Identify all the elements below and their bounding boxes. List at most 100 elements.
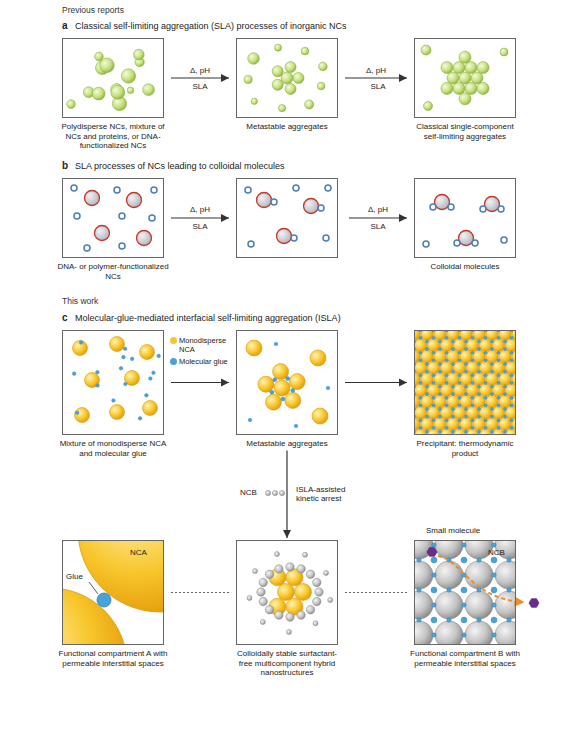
nanocrystal xyxy=(465,82,477,94)
nanocrystal xyxy=(477,62,489,74)
figure-panel: Functional compartment A with permeable … xyxy=(57,540,169,668)
small-nc xyxy=(501,237,507,243)
molecular-glue xyxy=(477,362,480,365)
molecular-glue xyxy=(510,396,513,399)
molecular-glue xyxy=(438,407,441,410)
molecular-glue xyxy=(425,347,428,350)
panel-frame xyxy=(236,38,338,118)
molecular-glue xyxy=(471,381,474,384)
text-label: Small molecule xyxy=(426,526,480,536)
molecular-glue xyxy=(490,385,493,388)
molecular-glue xyxy=(471,351,474,354)
molecular-glue xyxy=(294,424,298,428)
nanocrystal-a xyxy=(479,362,491,374)
molecular-glue xyxy=(477,618,482,623)
panel-caption: Metastable aggregates xyxy=(231,435,343,449)
nanocrystal-a xyxy=(505,362,515,374)
molecular-glue xyxy=(97,593,111,607)
molecular-glue xyxy=(432,603,437,608)
molecular-glue xyxy=(451,340,454,343)
text-label: Δ, pH xyxy=(368,205,388,215)
nanocrystal-a xyxy=(110,405,125,420)
small-nc xyxy=(271,199,277,205)
nanocrystal xyxy=(95,52,104,61)
nanocrystal-b xyxy=(435,591,463,619)
molecular-glue xyxy=(471,336,474,339)
nanocrystal xyxy=(143,84,155,96)
nanocrystal-a xyxy=(427,384,439,396)
molecular-glue xyxy=(119,367,123,371)
molecular-glue xyxy=(425,370,428,373)
small-nc xyxy=(119,213,125,219)
small-nc xyxy=(151,187,157,193)
nanocrystal xyxy=(453,82,465,94)
molecular-glue xyxy=(432,351,435,354)
molecular-glue xyxy=(419,351,422,354)
molecular-glue xyxy=(484,331,487,332)
nanocrystal-a xyxy=(453,362,465,374)
molecular-glue xyxy=(445,419,448,422)
nanocrystal-b xyxy=(465,561,493,589)
molecular-glue xyxy=(432,396,435,399)
molecular-glue xyxy=(462,543,467,548)
molecular-glue xyxy=(458,381,461,384)
nanocrystal-b xyxy=(247,595,252,600)
molecular-glue xyxy=(445,426,448,429)
molecular-glue xyxy=(484,359,487,362)
nanocrystal xyxy=(453,62,465,74)
molecular-glue xyxy=(79,341,83,345)
zoom-line xyxy=(171,592,229,593)
nanocrystal xyxy=(459,93,471,105)
nanocrystal-b xyxy=(259,597,267,605)
nanocrystal-b xyxy=(324,570,329,575)
molecular-glue xyxy=(461,587,467,593)
small-nc xyxy=(149,215,155,221)
molecular-glue xyxy=(96,370,100,374)
molecular-glue xyxy=(415,340,416,343)
molecular-glue xyxy=(438,362,441,365)
nanocrystal-a xyxy=(440,384,452,396)
process-arrow xyxy=(286,451,287,539)
molecular-glue xyxy=(438,415,441,418)
nanocrystal xyxy=(67,100,76,109)
molecular-glue xyxy=(471,426,474,429)
molecular-glue xyxy=(123,347,127,351)
nanocrystal xyxy=(441,82,453,94)
nanocrystal-b xyxy=(415,591,433,619)
nanocrystal-a xyxy=(415,407,427,419)
panel-caption: Functional compartment A with permeable … xyxy=(57,645,169,668)
molecular-glue xyxy=(419,404,422,407)
molecular-glue xyxy=(458,404,461,407)
panel-letter: a xyxy=(62,20,68,31)
molecular-glue xyxy=(419,359,422,362)
molecular-glue xyxy=(445,336,448,339)
molecular-glue xyxy=(149,377,153,381)
molecular-glue xyxy=(477,407,480,410)
molecular-glue xyxy=(451,362,454,365)
molecular-glue xyxy=(248,418,252,422)
molecular-glue xyxy=(510,331,513,332)
nanocrystal-a xyxy=(440,339,452,351)
molecular-glue xyxy=(490,340,493,343)
nanocrystal-b xyxy=(297,611,305,619)
nanocrystal-a xyxy=(499,395,511,407)
small-nc xyxy=(119,243,125,249)
molecular-glue xyxy=(458,426,461,429)
text-label: SLA xyxy=(370,222,385,232)
nanocrystal-a xyxy=(486,395,498,407)
small-nc xyxy=(71,185,77,191)
molecular-glue xyxy=(464,430,467,433)
molecular-glue xyxy=(157,354,161,358)
molecular-glue xyxy=(419,426,422,429)
nanocrystal-a xyxy=(479,384,491,396)
functionalized-nc xyxy=(127,193,142,208)
process-arrow xyxy=(349,217,407,218)
nanocrystal-a xyxy=(447,350,459,362)
molecular-glue xyxy=(464,385,467,388)
nanocrystal-b xyxy=(306,605,314,613)
molecular-glue xyxy=(503,347,506,350)
molecular-glue xyxy=(458,336,461,339)
nanocrystal xyxy=(127,87,133,93)
legend-text: Molecular glue xyxy=(179,357,228,366)
molecular-glue xyxy=(490,362,493,365)
